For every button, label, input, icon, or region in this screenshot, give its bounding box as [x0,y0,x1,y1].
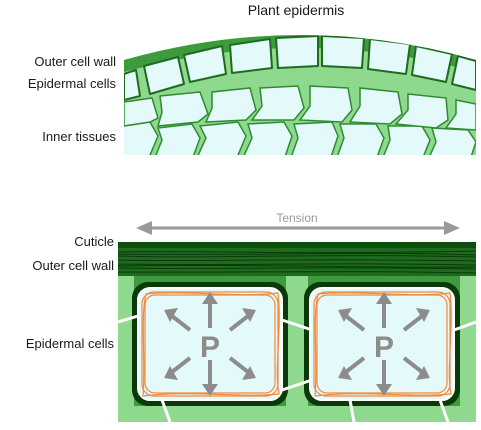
pressure-arrows-left [164,292,256,396]
pressure-symbol-right: P [374,331,394,364]
bottom-epidermis-panel: P P [118,242,476,422]
tension-label: Tension [276,211,317,225]
top-label-outer-cell-wall: Outer cell wall [34,54,116,69]
inner-tissue-cells [124,85,476,155]
pressure-symbol-left: P [200,331,220,364]
epidermal-cell-left: P [132,282,288,406]
epidermal-cell-right: P [304,282,460,406]
top-label-epidermal-cells: Epidermal cells [28,76,117,91]
tension-arrow [136,221,460,235]
top-epidermal-cells [124,35,476,101]
cuticle-layer [118,242,476,248]
top-epidermis-panel [124,35,476,155]
cell-junctions [118,314,476,422]
diagram-title: Plant epidermis [248,2,345,18]
top-label-inner-tissues: Inner tissues [42,129,116,144]
bottom-label-epidermal-cells: Epidermal cells [26,336,115,351]
bottom-label-cuticle: Cuticle [74,234,114,249]
bottom-label-outer-cell-wall: Outer cell wall [32,258,114,273]
cellulose-fibers [118,250,476,274]
pressure-arrows-right [338,292,430,396]
